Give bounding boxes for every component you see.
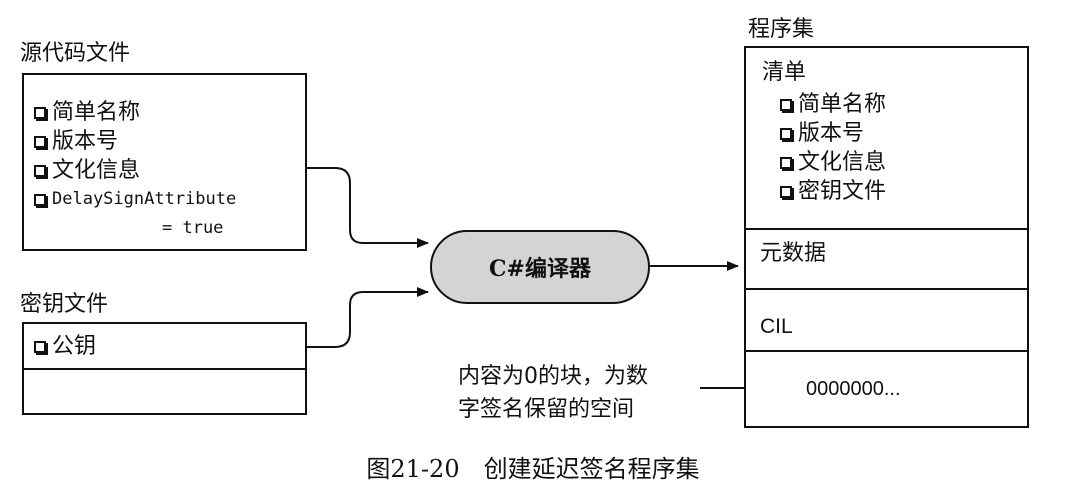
checkbox-icon	[34, 340, 46, 353]
key-file-list: 公钥	[34, 332, 96, 361]
compiler-label: C#编译器	[489, 256, 591, 282]
annotation-line-2: 字签名保留的空间	[458, 397, 635, 422]
checkbox-icon	[34, 106, 46, 119]
checkbox-icon	[780, 98, 792, 111]
item-label: 简单名称	[52, 100, 141, 125]
checkbox-icon	[34, 193, 46, 206]
item-label: 文化信息	[798, 150, 887, 175]
list-item: 简单名称	[34, 98, 236, 127]
source-file-list: 简单名称 版本号 文化信息 DelaySignAttribute = true	[34, 98, 236, 243]
list-item: 文化信息	[780, 148, 886, 177]
list-item: DelaySignAttribute	[34, 185, 236, 214]
source-file-title: 源代码文件	[20, 41, 131, 66]
item-label: 版本号	[52, 129, 119, 154]
checkbox-icon	[34, 164, 46, 177]
assembly-title: 程序集	[748, 17, 815, 42]
manifest-divider	[746, 228, 1027, 230]
key-file-title: 密钥文件	[20, 292, 109, 317]
item-label: 文化信息	[52, 158, 141, 183]
list-item: 版本号	[34, 127, 236, 156]
checkbox-icon	[780, 127, 792, 140]
list-item: 简单名称	[780, 90, 886, 119]
checkbox-icon	[780, 156, 792, 169]
annotation-line-1: 内容为0的块，为数	[458, 364, 648, 389]
continuation-text: = true	[162, 218, 224, 238]
cil-label: CIL	[760, 315, 793, 338]
list-item: 版本号	[780, 119, 886, 148]
list-item: 公钥	[34, 332, 96, 361]
metadata-label: 元数据	[760, 241, 827, 266]
list-item: 密钥文件	[780, 177, 886, 206]
checkbox-icon	[34, 135, 46, 148]
key-file-divider	[24, 368, 305, 370]
item-label: 公钥	[52, 334, 97, 359]
list-item: 文化信息	[34, 156, 236, 185]
item-label: 密钥文件	[798, 179, 887, 204]
source-file-box: 简单名称 版本号 文化信息 DelaySignAttribute = true	[22, 73, 307, 251]
manifest-title: 清单	[762, 60, 807, 85]
checkbox-icon	[780, 185, 792, 198]
zeros-label: 0000000...	[806, 378, 901, 400]
compiler-node: C#编译器	[430, 230, 650, 304]
item-label: DelaySignAttribute	[52, 189, 237, 209]
cil-divider	[746, 350, 1027, 352]
zero-block-annotation: 内容为0的块，为数 字签名保留的空间	[458, 360, 648, 426]
manifest-list: 简单名称 版本号 文化信息 密钥文件	[780, 90, 886, 206]
assembly-box: 清单 简单名称 版本号 文化信息 密钥文件 元数据 CIL 0000000...	[744, 46, 1029, 428]
arrow-key-to-compiler	[306, 287, 429, 348]
arrow-source-to-compiler	[306, 167, 429, 248]
figure-caption: 图21-20 创建延迟签名程序集	[366, 455, 700, 483]
metadata-divider	[746, 288, 1027, 290]
key-file-box: 公钥	[22, 322, 307, 415]
item-label: 版本号	[798, 121, 865, 146]
item-label: 简单名称	[798, 92, 887, 117]
